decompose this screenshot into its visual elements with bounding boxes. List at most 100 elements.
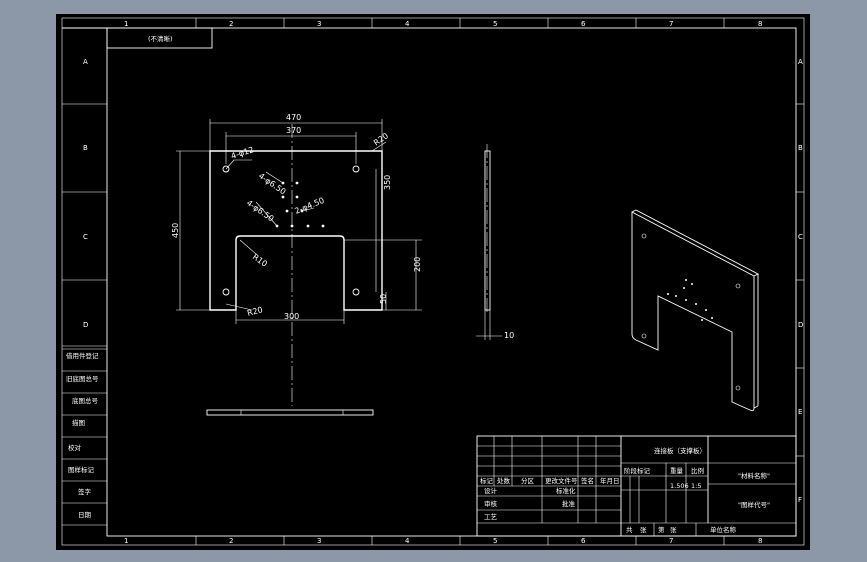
front-view[interactable]: 470 370 450 350 200 50 (171, 113, 422, 406)
drawing-sheet[interactable]: 1 2 3 4 5 6 7 8 1 2 3 4 5 6 7 8 A B (56, 14, 810, 550)
svg-text:2: 2 (229, 20, 233, 28)
svg-text:标准化: 标准化 (556, 486, 576, 495)
sheet-inner-border (106, 27, 797, 537)
svg-text:重量: 重量 (670, 467, 684, 475)
scale-value: 1:5 (691, 482, 701, 490)
svg-text:6: 6 (581, 537, 586, 545)
svg-text:底图总号: 底图总号 (72, 396, 99, 405)
small-hole (281, 195, 285, 199)
dim-total-width: 470 (286, 113, 301, 122)
zone-column-labels-top: 1 2 3 4 5 6 7 8 (124, 20, 762, 28)
svg-text:6: 6 (581, 20, 586, 28)
svg-text:7: 7 (669, 537, 673, 545)
small-hole (321, 224, 325, 228)
svg-text:8: 8 (758, 20, 762, 28)
label-holes-group-3: 2-φ4.50 (293, 196, 325, 216)
zone-row-labels-left: A B C D (83, 58, 88, 329)
left-binding-strip: 借用件登记 旧底图总号 底图总号 描图 校对 图样标记 签字 日期 (62, 348, 107, 526)
svg-text:设计: 设计 (484, 486, 498, 495)
svg-text:2: 2 (229, 537, 233, 545)
svg-text:F: F (798, 496, 802, 504)
dim-notch-height: 200 (413, 257, 422, 272)
svg-text:4: 4 (405, 537, 410, 545)
weight-value: 1.506 (670, 482, 689, 490)
svg-text:4: 4 (405, 20, 410, 28)
corner-hole-br (352, 288, 360, 296)
svg-text:分区: 分区 (521, 476, 535, 485)
zone-ticks (62, 18, 804, 545)
small-hole (290, 224, 294, 228)
svg-text:A: A (798, 58, 803, 66)
svg-text:C: C (83, 233, 88, 241)
dim-thickness: 10 (504, 331, 514, 340)
svg-text:1: 1 (124, 537, 128, 545)
svg-text:B: B (83, 144, 88, 152)
svg-text:B: B (798, 144, 803, 152)
svg-text:年月日: 年月日 (600, 476, 620, 485)
title-block[interactable]: 标记 处数 分区 更改文件号 签名 年月日 设计 审核 工艺 标准化 批准 (476, 435, 797, 537)
small-hole (285, 209, 289, 213)
svg-text:8: 8 (758, 537, 762, 545)
label-bottom-fillet: R20 (246, 305, 264, 318)
plate-outline (209, 150, 383, 311)
svg-text:审核: 审核 (484, 499, 498, 508)
svg-text:图样标记: 图样标记 (68, 465, 95, 474)
side-view[interactable]: 10 (476, 144, 514, 340)
svg-text:7: 7 (669, 20, 673, 28)
svg-text:第: 第 (658, 525, 665, 534)
svg-text:签名: 签名 (581, 476, 594, 485)
svg-text:阶段标记: 阶段标记 (624, 466, 651, 475)
svg-text:签字: 签字 (78, 487, 92, 496)
label-corner-hole: 4-φ12 (230, 145, 255, 161)
svg-text:D: D (798, 321, 803, 329)
drawing-number-text: (不清晰) (148, 34, 173, 43)
label-notch-fillet: R10 (251, 252, 269, 268)
svg-text:E: E (798, 408, 802, 416)
drawing-code: "图样代号" (738, 500, 770, 509)
dim-notch-width: 300 (284, 312, 299, 321)
isometric-view[interactable] (631, 209, 759, 412)
small-hole (295, 195, 299, 199)
svg-text:C: C (798, 233, 803, 241)
drawing-number-box (106, 27, 213, 49)
svg-text:校对: 校对 (68, 443, 82, 452)
svg-text:处数: 处数 (497, 476, 511, 485)
cad-viewport[interactable]: 1 2 3 4 5 6 7 8 1 2 3 4 5 6 7 8 A B (56, 14, 810, 550)
svg-text:旧底图总号: 旧底图总号 (66, 374, 99, 383)
svg-text:标记: 标记 (480, 476, 494, 485)
dim-hole-spacing-x: 370 (286, 126, 301, 135)
svg-text:日期: 日期 (78, 511, 92, 519)
svg-text:3: 3 (317, 537, 321, 545)
svg-text:张: 张 (640, 525, 647, 534)
dim-bottom-offset: 50 (379, 294, 388, 304)
company-name: 单位名称 (710, 525, 737, 534)
corner-hole-bl (222, 288, 230, 296)
svg-text:比例: 比例 (691, 466, 704, 475)
small-hole (306, 224, 310, 228)
zone-row-labels-right: A B C D E F (798, 58, 803, 504)
svg-text:3: 3 (317, 20, 321, 28)
small-hole (295, 181, 299, 185)
svg-text:共: 共 (626, 525, 633, 534)
corner-hole-tr (352, 165, 360, 173)
svg-text:5: 5 (493, 537, 497, 545)
top-view[interactable] (206, 409, 374, 416)
svg-text:5: 5 (493, 20, 497, 28)
material-name: "材料名称" (738, 471, 770, 480)
svg-text:批准: 批准 (562, 499, 576, 508)
svg-text:工艺: 工艺 (484, 513, 498, 521)
sheet-outer-border (61, 17, 805, 546)
svg-text:张: 张 (670, 525, 677, 534)
dim-total-height: 450 (171, 223, 180, 238)
svg-text:A: A (83, 58, 88, 66)
dim-hole-spacing-y: 350 (383, 175, 392, 190)
svg-text:描图: 描图 (72, 418, 85, 427)
svg-text:D: D (83, 321, 88, 329)
svg-text:更改文件号: 更改文件号 (545, 476, 578, 485)
svg-text:借用件登记: 借用件登记 (66, 351, 99, 360)
label-holes-group-2: 4-φ6.50 (245, 198, 276, 223)
zone-column-labels-bottom: 1 2 3 4 5 6 7 8 (124, 537, 762, 545)
corner-hole-tl (222, 165, 230, 173)
part-name: 连接板（支撑板） (654, 446, 706, 455)
